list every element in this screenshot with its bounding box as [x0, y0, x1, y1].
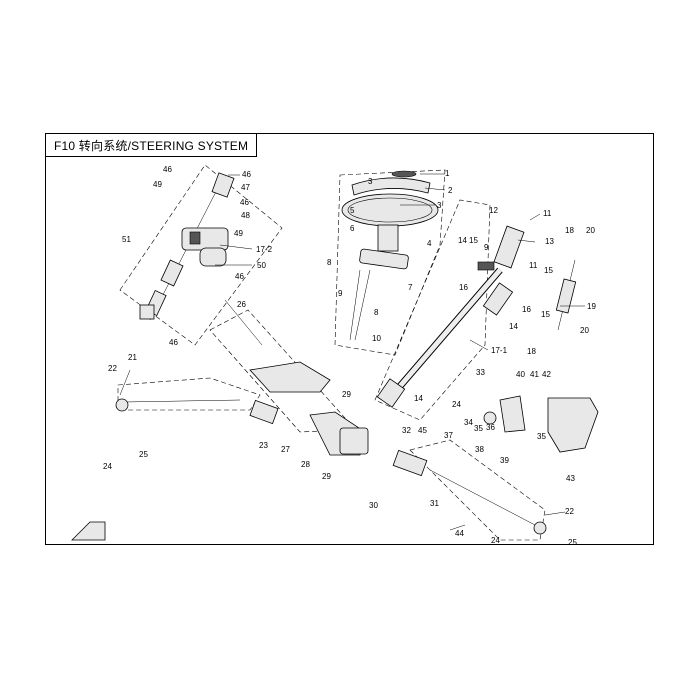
callout-16b: 16 — [522, 305, 531, 314]
callout-labels: 1 2 3 3 4 5 6 7 8 8 9 9 10 11 11 12 13 1… — [103, 165, 596, 547]
callout-20b: 20 — [580, 326, 589, 335]
callout-28: 28 — [301, 460, 310, 469]
diagram-title: F10 转向系统/STEERING SYSTEM — [45, 133, 258, 157]
callout-11: 11 — [543, 209, 552, 218]
callout-24c: 24 — [491, 536, 500, 545]
steering-wheel-group-outline — [334, 169, 446, 356]
callout-8b: 8 — [374, 308, 379, 317]
callout-4: 4 — [427, 239, 432, 248]
callout-46c: 46 — [240, 198, 249, 207]
callout-18b: 18 — [527, 347, 536, 356]
callout-40: 40 — [516, 370, 525, 379]
callout-15: 15 — [469, 236, 478, 245]
callout-49b: 49 — [234, 229, 243, 238]
callout-27: 27 — [281, 445, 290, 454]
callout-9: 9 — [338, 289, 343, 298]
callout-46e: 46 — [169, 338, 178, 347]
callout-17-1: 17-1 — [491, 346, 508, 355]
callout-11b: 11 — [529, 261, 538, 270]
callout-44: 44 — [455, 529, 464, 538]
callout-46b: 46 — [242, 170, 251, 179]
callout-17-2: 17-2 — [256, 245, 273, 254]
callout-12: 12 — [489, 206, 498, 215]
steering-damper — [555, 259, 577, 331]
leader-lines — [119, 173, 585, 531]
callout-8: 8 — [327, 258, 332, 267]
callout-13: 13 — [545, 237, 554, 246]
callout-39: 39 — [500, 456, 509, 465]
callout-49: 49 — [153, 180, 162, 189]
front-direction-arrow — [71, 521, 106, 541]
callout-35b: 35 — [537, 432, 546, 441]
tie-rod-left-group-outline — [117, 377, 261, 411]
callout-19: 19 — [587, 302, 596, 311]
callout-14: 14 — [458, 236, 467, 245]
steering-column-group-outline — [119, 164, 283, 346]
callout-50: 50 — [257, 261, 266, 270]
callout-21: 21 — [128, 353, 137, 362]
diagram-frame — [45, 133, 654, 545]
callout-7: 7 — [408, 283, 413, 292]
callout-25b: 25 — [568, 538, 577, 547]
callout-2: 2 — [448, 186, 453, 195]
callout-29: 29 — [342, 390, 351, 399]
intermediate-shaft-assembly — [376, 225, 525, 408]
callout-42: 42 — [542, 370, 551, 379]
callout-46: 46 — [163, 165, 172, 174]
callout-37: 37 — [444, 431, 453, 440]
callout-34: 34 — [464, 418, 473, 427]
steering-column-assembly — [139, 172, 235, 321]
callout-24: 24 — [103, 462, 112, 471]
callout-31: 31 — [430, 499, 439, 508]
callout-10: 10 — [372, 334, 381, 343]
callout-41: 41 — [530, 370, 539, 379]
callout-45: 45 — [418, 426, 427, 435]
callout-15b: 15 — [544, 266, 553, 275]
callout-43: 43 — [566, 474, 575, 483]
callout-14c: 14 — [414, 394, 423, 403]
callout-6: 6 — [350, 224, 355, 233]
callout-5: 5 — [350, 206, 355, 215]
callout-22: 22 — [108, 364, 117, 373]
callout-24b: 24 — [452, 400, 461, 409]
mounting-bracket — [483, 395, 599, 453]
callout-23: 23 — [259, 441, 268, 450]
callout-14b: 14 — [509, 322, 518, 331]
tie-rod-right-group-outline — [409, 439, 546, 541]
rack-housing — [249, 361, 369, 456]
steering-wheel-assembly — [341, 170, 439, 341]
callout-20: 20 — [586, 226, 595, 235]
callout-35: 35 — [474, 424, 483, 433]
callout-33: 33 — [476, 368, 485, 377]
callout-30: 30 — [369, 501, 378, 510]
callout-46d: 46 — [235, 272, 244, 281]
callout-3: 3 — [368, 177, 373, 186]
callout-48: 48 — [241, 211, 250, 220]
callout-26: 26 — [237, 300, 246, 309]
callout-1: 1 — [445, 169, 450, 178]
callout-51: 51 — [122, 235, 131, 244]
callout-38: 38 — [475, 445, 484, 454]
callout-29b: 29 — [322, 472, 331, 481]
callout-15c: 15 — [541, 310, 550, 319]
callout-16: 16 — [459, 283, 468, 292]
tie-rods — [115, 398, 547, 535]
callout-3b: 3 — [437, 201, 442, 210]
callout-47: 47 — [241, 183, 250, 192]
callout-9b: 9 — [484, 243, 489, 252]
callout-22b: 22 — [565, 507, 574, 516]
callout-18: 18 — [565, 226, 574, 235]
callout-36: 36 — [486, 423, 495, 432]
callout-25: 25 — [139, 450, 148, 459]
callout-32: 32 — [402, 426, 411, 435]
